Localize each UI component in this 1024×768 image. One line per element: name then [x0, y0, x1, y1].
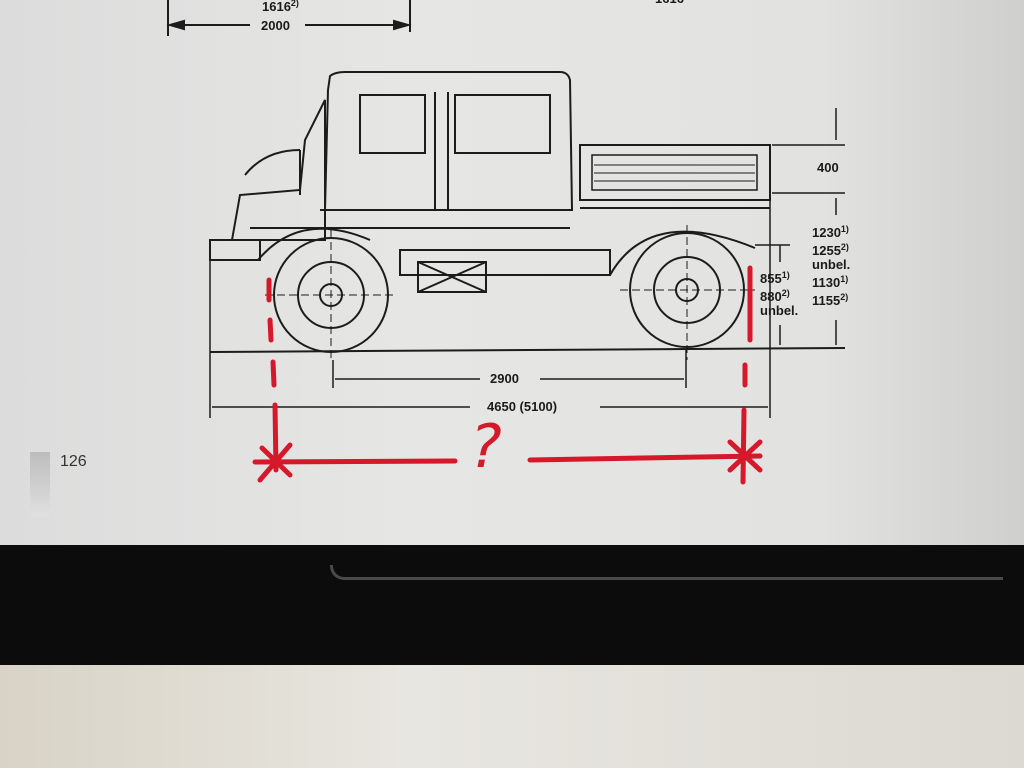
red-markup — [252, 265, 763, 485]
wheelbase-dimension: 2900 — [490, 371, 519, 386]
front-wheel — [265, 230, 397, 360]
vehicle-drawing — [166, 0, 846, 485]
top-right-dimension: 1616 — [655, 0, 684, 6]
top-width-dimension: 2000 — [258, 19, 293, 33]
height-dimension-lines — [755, 108, 845, 345]
overall-height-values: 12301) 12552) unbel. 11301) 11552) — [812, 224, 851, 308]
red-question-mark: ? — [470, 412, 502, 482]
load-bed — [579, 144, 771, 209]
binder-edge — [0, 545, 1024, 665]
manual-page — [0, 0, 1024, 545]
desk-surface — [0, 665, 1024, 768]
frame-height-values: 8551) 8802) unbel. — [760, 270, 799, 318]
ground-line — [209, 347, 846, 353]
overall-length-dimension: 4650 (5100) — [487, 399, 558, 414]
truck-cab — [209, 71, 574, 261]
page-number: 126 — [60, 453, 87, 470]
length-dimension-lines — [209, 200, 771, 418]
rear-wheel — [620, 225, 755, 360]
top-small-dimension: 16162) — [262, 0, 299, 14]
top-dimension-lines — [166, 0, 412, 36]
chassis — [257, 227, 756, 293]
page-tab-marker — [30, 452, 50, 517]
load-bed-height: 400 — [817, 160, 839, 175]
